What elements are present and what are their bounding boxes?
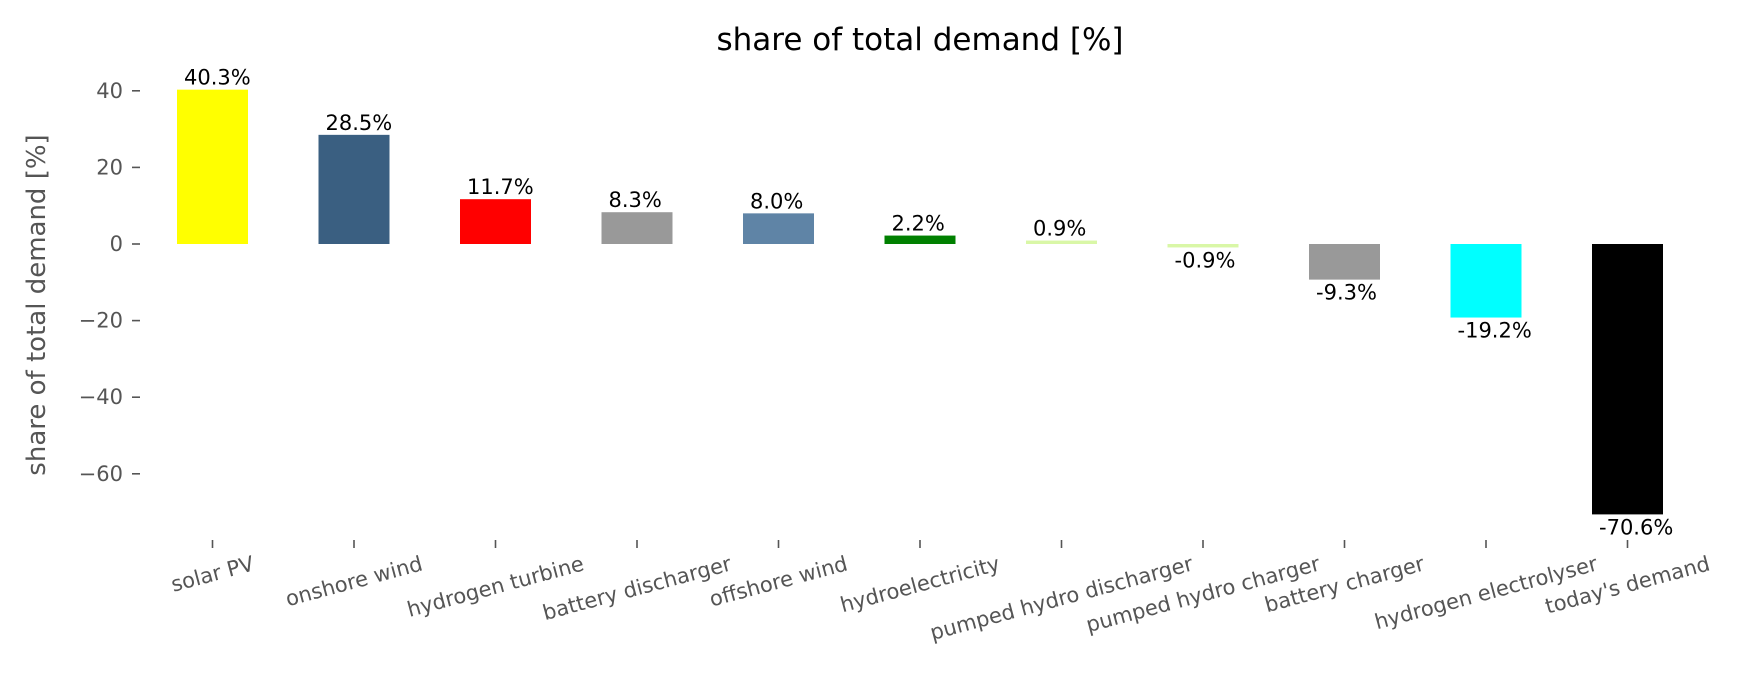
bar	[1450, 244, 1522, 318]
bar	[460, 199, 531, 244]
data-label: -19.2%	[1458, 319, 1532, 343]
bar	[743, 213, 814, 244]
data-label: 28.5%	[326, 111, 393, 135]
data-label: -9.3%	[1316, 281, 1377, 305]
bar	[1167, 244, 1239, 248]
y-tick-label: 40	[96, 79, 123, 103]
x-tick-label: onshore wind	[283, 552, 425, 612]
data-label: 40.3%	[184, 66, 251, 90]
chart-title: share of total demand [%]	[716, 22, 1123, 58]
bar	[884, 235, 956, 244]
y-tick-label: −60	[79, 462, 123, 486]
data-label: 8.3%	[609, 188, 662, 212]
bar	[318, 134, 390, 244]
data-label: 11.7%	[467, 175, 534, 199]
y-axis: 40 20 0 −20 −40 −60	[79, 79, 140, 486]
data-label: -0.9%	[1175, 248, 1236, 272]
x-tick-label: solar PV	[168, 551, 257, 596]
bar	[177, 89, 248, 244]
bar	[1026, 240, 1097, 244]
y-tick-label: 0	[110, 232, 123, 256]
y-tick-label: −20	[79, 309, 123, 333]
y-tick-label: 20	[96, 155, 123, 179]
y-axis-label: share of total demand [%]	[22, 134, 52, 475]
bars: 40.3% 28.5% 11.7% 8.3% 8.0% 2.2% 0.9% -0.9% -9.3…	[177, 66, 1673, 539]
bar	[601, 212, 673, 244]
bar	[1592, 244, 1663, 515]
y-tick-label: −40	[79, 385, 123, 409]
data-label: 2.2%	[892, 212, 945, 236]
bar	[1309, 244, 1380, 280]
data-label: 0.9%	[1033, 217, 1086, 241]
data-label: 8.0%	[750, 189, 803, 213]
data-label: -70.6%	[1599, 515, 1673, 539]
